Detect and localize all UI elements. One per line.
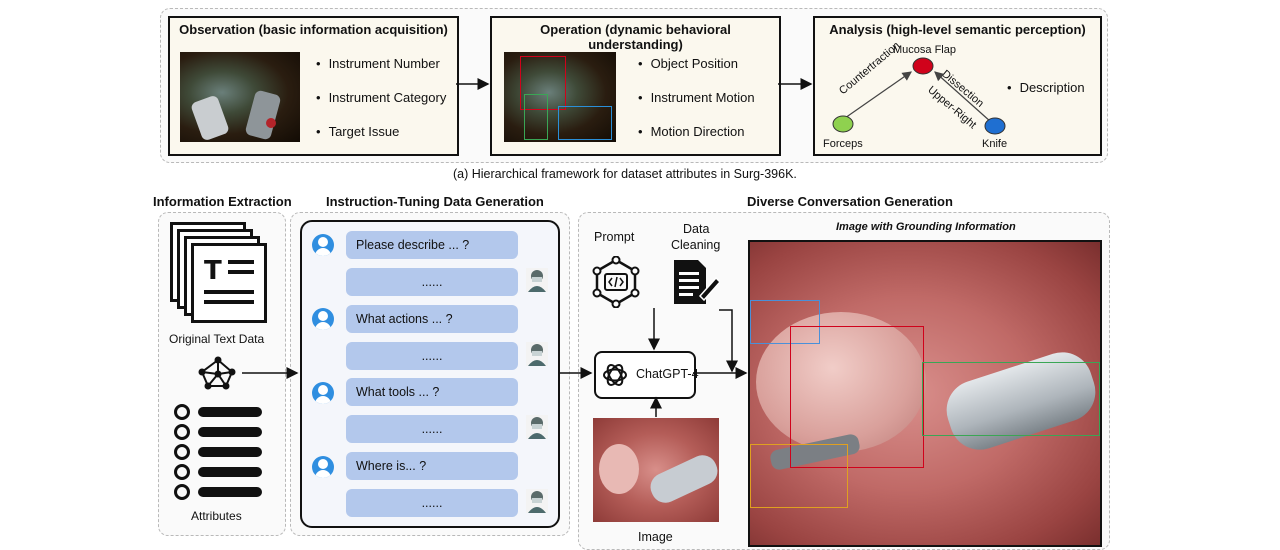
grounding-box-red: [790, 326, 924, 468]
instruction-tuning-title: Instruction-Tuning Data Generation: [326, 194, 544, 209]
node-label-mucosa-flap: Mucosa Flap: [893, 44, 956, 56]
top-flow-arrows: [456, 78, 813, 90]
answer-bubble: ......: [346, 268, 518, 296]
question-bubble: Where is... ?: [346, 452, 518, 480]
chatgpt-logo-icon: [603, 364, 627, 386]
network-graph-icon: [198, 356, 236, 390]
answer-bubble: ......: [346, 342, 518, 370]
text-documents-icon: T: [170, 222, 270, 323]
operation-title: Operation (dynamic behavioral understand…: [540, 22, 731, 52]
answer-bubble: ......: [346, 489, 518, 517]
grounding-box-blue: [750, 300, 820, 344]
analysis-bullet-description: Description: [1007, 80, 1085, 95]
prompt-label: Prompt: [594, 230, 635, 244]
attributes-label: Attributes: [191, 509, 242, 523]
input-surgical-image: [593, 418, 719, 522]
analysis-title: Analysis (high-level semantic perception…: [829, 22, 1086, 37]
node-label-forceps: Forceps: [823, 138, 863, 150]
surgeon-avatar-icon: [526, 342, 548, 366]
bounding-box-red: [520, 56, 566, 110]
data-cleaning-icon: [674, 260, 720, 304]
node-forceps: [832, 115, 854, 133]
arrow-cleaning-down: [719, 309, 738, 373]
answer-text: ......: [421, 496, 443, 510]
attributes-list-icon: [174, 404, 266, 500]
tissue-spot: [266, 118, 276, 128]
answer-text: ......: [421, 349, 443, 363]
prompt-code-icon: [592, 256, 640, 308]
operation-bullet: Instrument Motion: [638, 90, 755, 105]
operation-bullet: Motion Direction: [638, 124, 745, 139]
observation-bullet: Instrument Number: [316, 56, 440, 71]
grounded-surgical-image: [748, 240, 1102, 547]
operation-bullet: Object Position: [638, 56, 738, 71]
answer-text: ......: [421, 422, 443, 436]
tissue-bulge: [756, 312, 926, 452]
image-label: Image: [638, 530, 673, 544]
node-mucosa-flap: [912, 57, 934, 75]
observation-panel: Observation (basic information acquisiti…: [168, 16, 459, 156]
conversation-title: Diverse Conversation Generation: [747, 194, 953, 209]
bounding-box-blue: [558, 106, 612, 140]
bounding-box-green: [524, 94, 548, 140]
figure-caption-a: (a) Hierarchical framework for dataset a…: [453, 167, 797, 181]
surgeon-avatar-icon: [526, 268, 548, 292]
grounding-box-yellow: [750, 444, 848, 508]
original-text-data-label: Original Text Data: [169, 332, 265, 346]
user-avatar-icon: [312, 234, 334, 256]
question-bubble: Please describe ... ?: [346, 231, 518, 259]
observation-title: Observation (basic information acquisiti…: [179, 22, 448, 37]
grounding-box-green: [922, 362, 1100, 436]
data-cleaning-label-line1: Data: [683, 222, 710, 236]
surgeon-avatar-icon: [526, 489, 548, 513]
node-knife: [984, 117, 1006, 135]
surgeon-avatar-icon: [526, 415, 548, 439]
question-bubble: What actions ... ?: [346, 305, 518, 333]
edge-countertraction-arrow: [844, 71, 912, 119]
user-avatar-icon: [312, 382, 334, 404]
question-bubble: What tools ... ?: [346, 378, 518, 406]
answer-text: ......: [421, 275, 443, 289]
data-cleaning-label-line2: Cleaning: [671, 238, 721, 252]
chatgpt-box: ChatGPT-4: [594, 351, 699, 399]
endoscopic-frame-image: [504, 52, 616, 142]
scene-graph: [832, 57, 1006, 135]
observation-bullet: Instrument Category: [316, 90, 447, 105]
info-extraction-title: Information Extraction: [153, 194, 292, 209]
operation-panel: Operation (dynamic behavioral understand…: [490, 16, 781, 156]
node-label-knife: Knife: [982, 138, 1008, 150]
observation-bullet: Target Issue: [316, 124, 400, 139]
chatgpt-label: ChatGPT-4: [636, 367, 699, 381]
analysis-panel: Analysis (high-level semantic perception…: [813, 16, 1102, 156]
edge-dissection-arrow: [934, 71, 992, 123]
grounding-image-title: Image with Grounding Information: [836, 221, 1016, 233]
user-avatar-icon: [312, 456, 334, 478]
user-avatar-icon: [312, 308, 334, 330]
answer-bubble: ......: [346, 415, 518, 443]
endoscopic-frame-image: [180, 52, 300, 142]
